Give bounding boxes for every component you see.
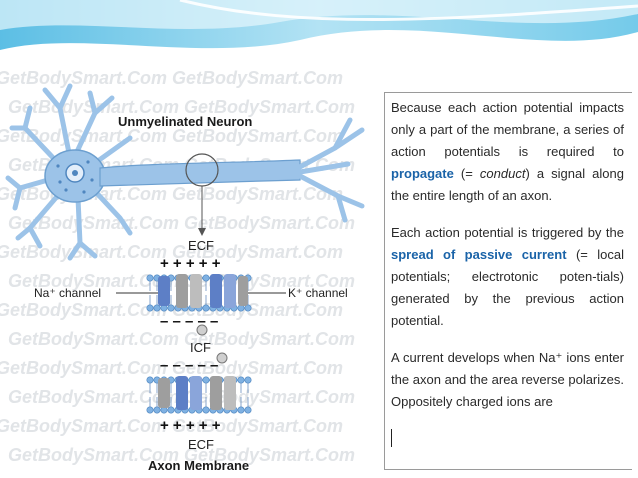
watermark-text: GetBodySmart.Com GetBodySmart.Com xyxy=(8,329,355,349)
axon-terminals xyxy=(295,117,365,223)
phospholipid-head xyxy=(237,406,245,414)
propagate-term: propagate xyxy=(391,166,454,181)
neuron-diagram: GetBodySmart.Com GetBodySmart.ComGetBody… xyxy=(0,68,365,473)
k-channel-icon xyxy=(210,274,248,308)
text-cursor[interactable] xyxy=(391,428,392,447)
membrane-title: Axon Membrane xyxy=(148,458,249,473)
icf-label: ICF xyxy=(190,340,211,355)
membrane-lower xyxy=(146,376,252,414)
phospholipid-head xyxy=(146,376,154,384)
phospholipid-head xyxy=(244,376,252,384)
ecf-bottom-label: ECF xyxy=(188,437,214,452)
k-channel-label: K⁺ channel xyxy=(288,286,348,300)
phospholipid-head xyxy=(202,406,210,414)
phospholipid-head xyxy=(146,304,154,312)
phospholipid-head xyxy=(244,406,252,414)
explanation-panel: Because each action potential impacts on… xyxy=(384,92,632,470)
plus-row-top: + + + + + xyxy=(160,255,221,272)
paragraph-3: A current develops when Na⁺ ions enter t… xyxy=(391,350,624,409)
ecf-top-label: ECF xyxy=(188,238,214,253)
phospholipid-head xyxy=(237,376,245,384)
watermark-text: GetBodySmart.Com GetBodySmart.Com xyxy=(0,416,343,436)
phospholipid-head xyxy=(202,376,210,384)
axon xyxy=(99,159,301,187)
paragraph-2: Each action potential is triggered by th… xyxy=(391,225,624,328)
header-swoosh xyxy=(0,0,638,50)
watermark-text: GetBodySmart.Com GetBodySmart.Com xyxy=(0,68,343,88)
passive-current-term: spread of passive current xyxy=(391,247,567,262)
plus-row-bottom: + + + + + xyxy=(160,417,221,434)
paragraph-1: Because each action potential impacts on… xyxy=(391,100,624,203)
minus-row-upper: – – – – – xyxy=(160,313,218,330)
phospholipid-head xyxy=(153,304,161,312)
watermark-text: GetBodySmart.Com GetBodySmart.Com xyxy=(0,358,343,378)
phospholipid-head xyxy=(146,406,154,414)
phospholipid-head xyxy=(146,274,154,282)
na-channel-label: Na⁺ channel xyxy=(34,286,101,300)
phospholipid-head xyxy=(153,406,161,414)
membrane-upper xyxy=(146,274,252,312)
phospholipid-head xyxy=(202,274,210,282)
phospholipid-head xyxy=(202,304,210,312)
neuron-title: Unmyelinated Neuron xyxy=(118,114,252,129)
na-channel-icon xyxy=(158,274,202,308)
watermark-text: GetBodySmart.Com GetBodySmart.Com xyxy=(8,213,355,233)
phospholipid-head xyxy=(167,406,175,414)
minus-row-lower: – – – – – xyxy=(160,357,218,374)
dendrites xyxy=(5,83,133,261)
watermark-text: GetBodySmart.Com GetBodySmart.Com xyxy=(8,445,355,465)
phospholipid-head xyxy=(167,304,175,312)
watermark-text: GetBodySmart.Com GetBodySmart.Com xyxy=(0,126,343,146)
